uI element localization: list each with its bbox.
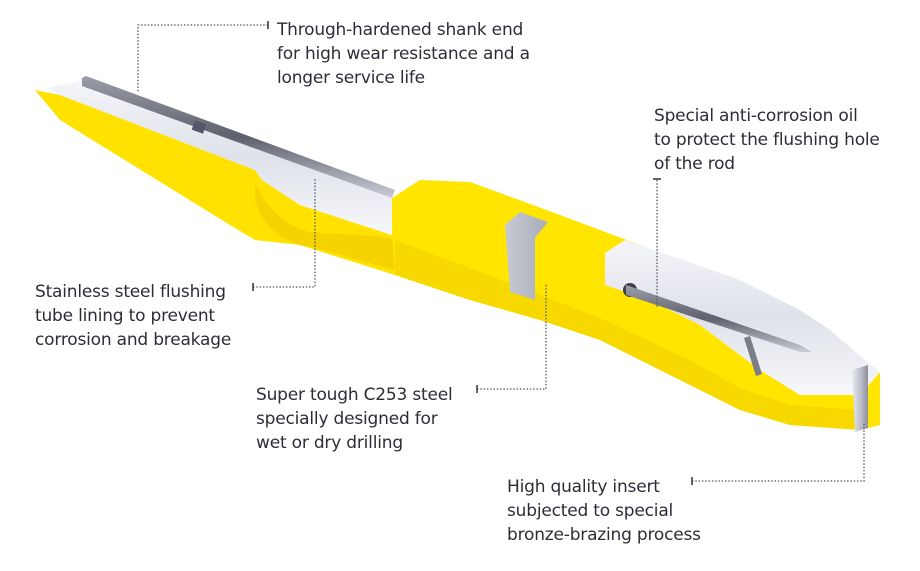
- flushing-branch: [744, 336, 762, 376]
- callout-shank-end: Through-hardened shank end for high wear…: [277, 18, 530, 90]
- collar-bulge: [255, 182, 395, 270]
- shank-yellow-side: [35, 90, 395, 275]
- callout-c253-steel: Super tough C253 steel specially designe…: [256, 383, 453, 455]
- callout-line: Through-hardened shank end: [277, 20, 524, 40]
- bit-insert: [852, 365, 868, 432]
- leader-lines: [137, 24, 865, 482]
- callout-line: of the rod: [654, 154, 735, 174]
- callout-flushing-tube: Stainless steel flushing tube lining to …: [35, 280, 231, 352]
- callout-line: subjected to special: [507, 501, 674, 521]
- flushing-tube-shank: [82, 76, 395, 198]
- callout-anti-corrosion-oil: Special anti-corrosion oil to protect th…: [654, 104, 880, 176]
- leader-steel: [477, 283, 547, 390]
- callout-line: High quality insert: [507, 477, 660, 497]
- tube-joint: [191, 120, 207, 134]
- callout-line: tube lining to prevent: [35, 306, 215, 326]
- callout-insert: High quality insert subjected to special…: [507, 475, 701, 547]
- callout-line: longer service life: [277, 68, 425, 88]
- leader-end-ticks: [252, 21, 693, 485]
- leader-shank: [137, 24, 268, 92]
- shank-cut-face: [48, 80, 392, 235]
- callout-line: bronze-brazing process: [507, 525, 701, 545]
- callout-line: for high wear resistance and a: [277, 44, 530, 64]
- flushing-tube: [82, 76, 812, 376]
- flushing-tube-bit: [626, 285, 812, 352]
- callout-line: wet or dry drilling: [256, 433, 403, 453]
- callout-line: corrosion and breakage: [35, 330, 232, 350]
- callout-line: specially designed for: [256, 409, 438, 429]
- leader-insert: [692, 424, 865, 482]
- bit-end-cut-face: [605, 240, 880, 395]
- callout-line: to protect the flushing hole: [654, 130, 880, 150]
- steel-band: [505, 212, 548, 300]
- callout-line: Super tough C253 steel: [256, 385, 453, 405]
- callout-line: Stainless steel flushing: [35, 282, 226, 302]
- callout-line: Special anti-corrosion oil: [654, 106, 858, 126]
- rod-body: [35, 80, 880, 432]
- leader-tube: [253, 178, 316, 288]
